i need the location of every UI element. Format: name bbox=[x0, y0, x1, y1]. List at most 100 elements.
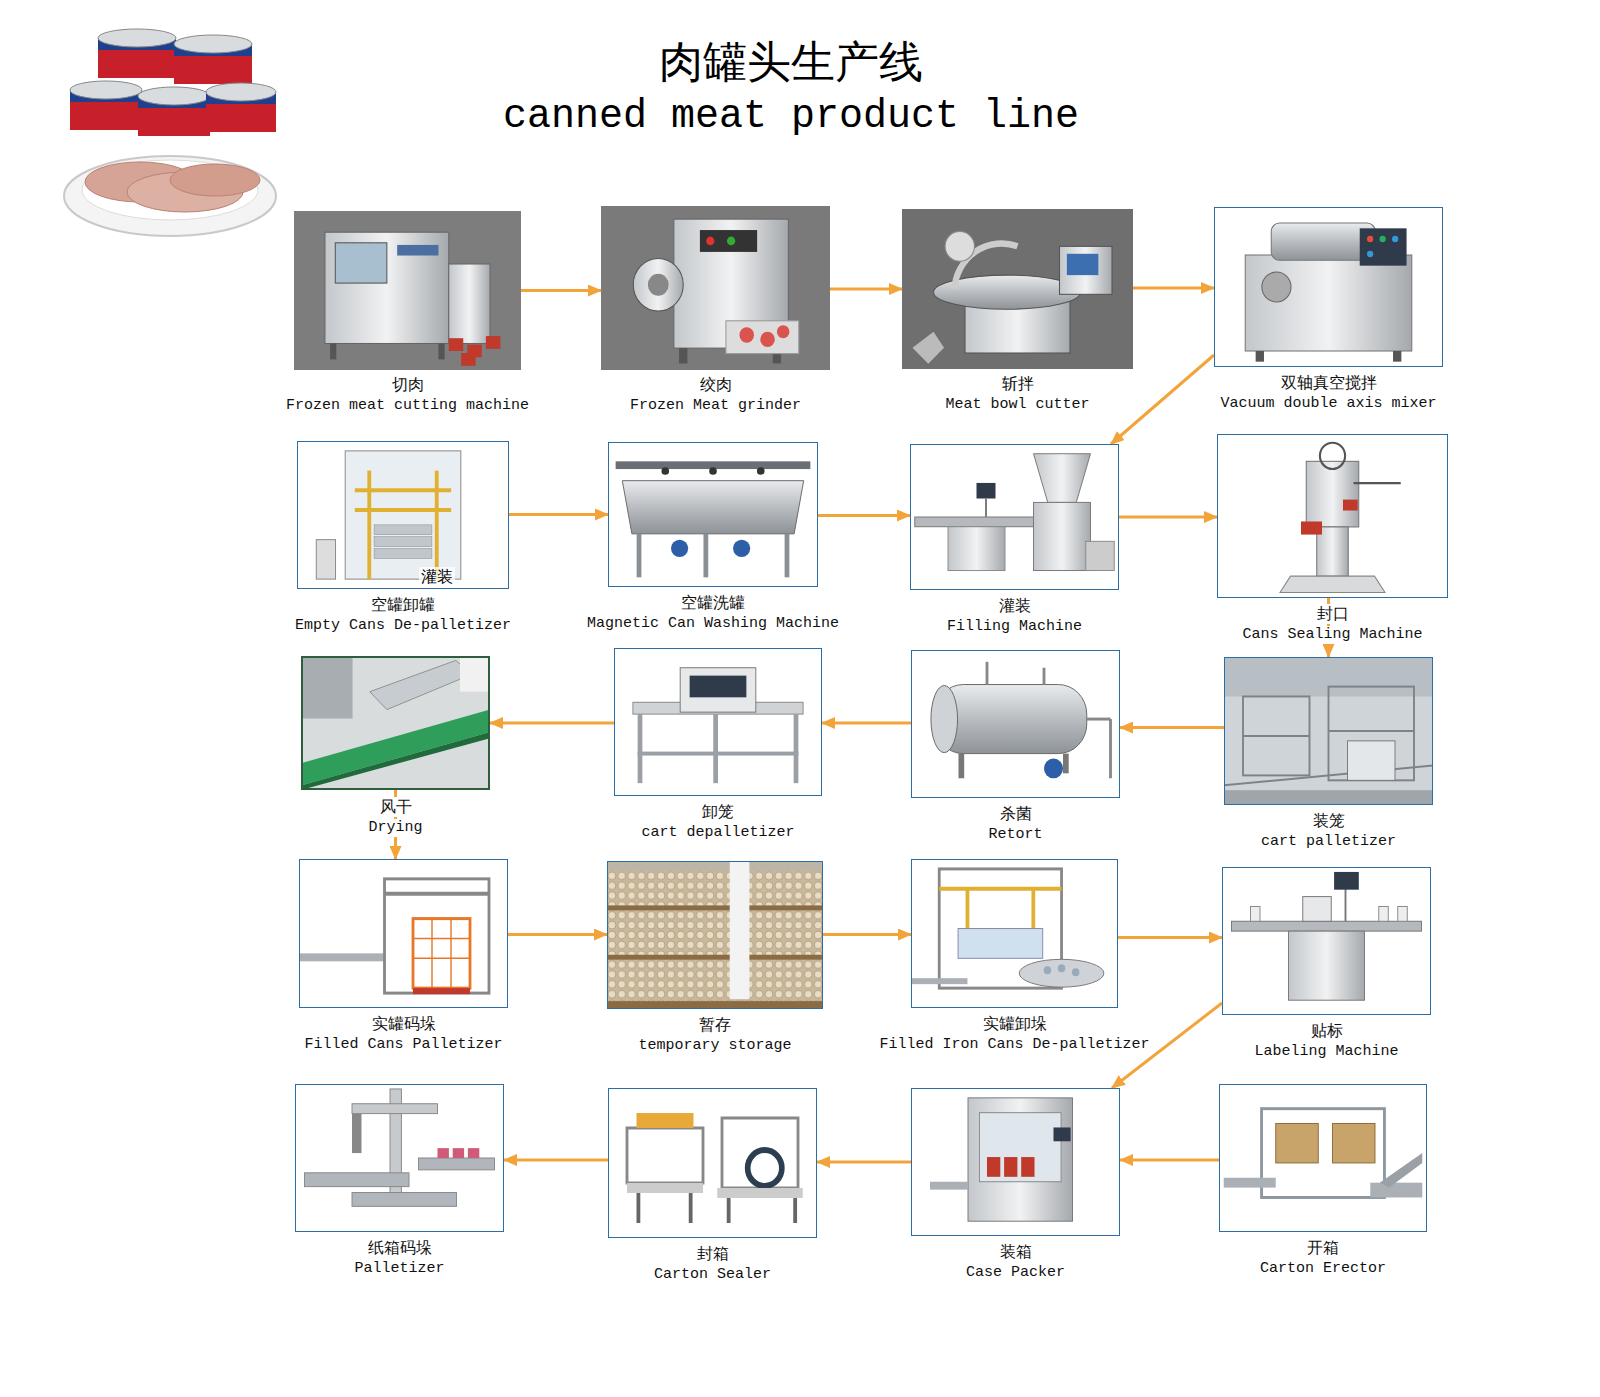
machine-picture bbox=[1214, 207, 1443, 367]
caption-en: Empty Cans De-palletizer bbox=[292, 617, 514, 635]
caption-zh: 空罐洗罐 bbox=[678, 593, 748, 613]
caption-en: cart palletizer bbox=[1258, 833, 1399, 851]
flow-arrow bbox=[1120, 1159, 1219, 1162]
machine-picture bbox=[911, 859, 1118, 1008]
machine-picture bbox=[608, 442, 818, 587]
machine-box: 装箱Case Packer bbox=[911, 1088, 1120, 1236]
machine-picture bbox=[902, 209, 1133, 369]
caption-zh: 绞肉 bbox=[697, 375, 735, 395]
machine-box: 纸箱码垛Palletizer bbox=[295, 1084, 504, 1232]
caption-zh: 实罐卸垛 bbox=[980, 1014, 1050, 1034]
caption-zh: 装箱 bbox=[997, 1242, 1035, 1262]
caption-en: Retort bbox=[985, 826, 1045, 844]
caption-en: cart depalletizer bbox=[638, 824, 797, 842]
flow-arrow bbox=[1119, 516, 1217, 519]
caption-zh: 实罐码垛 bbox=[369, 1014, 439, 1034]
caption-zh: 切肉 bbox=[389, 375, 427, 395]
diagram-title: 肉罐头生产线 bbox=[659, 36, 923, 88]
machine-picture bbox=[608, 1088, 817, 1238]
machine-picture bbox=[1224, 657, 1433, 805]
machine-picture bbox=[1219, 1084, 1427, 1232]
flow-arrow bbox=[1120, 726, 1224, 729]
caption-en: Magnetic Can Washing Machine bbox=[584, 615, 842, 633]
machine-box: 空罐卸罐Empty Cans De-palletizer bbox=[297, 441, 509, 589]
caption-zh: 卸笼 bbox=[699, 802, 737, 822]
machine-picture bbox=[294, 211, 521, 370]
machine-picture bbox=[601, 206, 830, 370]
caption-zh: 暂存 bbox=[696, 1015, 734, 1035]
machine-box: 双轴真空搅拌Vacuum double axis mixer bbox=[1214, 207, 1443, 367]
flow-arrow bbox=[1111, 355, 1214, 444]
flow-arrow bbox=[1118, 936, 1222, 939]
flow-arrow bbox=[504, 1159, 608, 1162]
caption-en: Filled Cans Palletizer bbox=[301, 1036, 505, 1054]
machine-box: 风干Drying bbox=[301, 656, 490, 790]
machine-picture bbox=[1222, 867, 1431, 1015]
machine-picture bbox=[299, 859, 508, 1008]
flow-arrow bbox=[822, 722, 911, 725]
flow-arrow bbox=[509, 513, 608, 516]
caption-zh: 开箱 bbox=[1304, 1238, 1342, 1258]
caption-en: Filled Iron Cans De-palletizer bbox=[876, 1036, 1152, 1054]
caption-zh: 杀菌 bbox=[997, 804, 1035, 824]
machine-box: 实罐码垛Filled Cans Palletizer bbox=[299, 859, 508, 1008]
caption-zh: 风干 bbox=[377, 797, 415, 817]
caption-zh: 灌装 bbox=[996, 596, 1034, 616]
machine-box: 卸笼cart depalletizer bbox=[614, 648, 822, 796]
caption-en: Carton Sealer bbox=[651, 1266, 774, 1284]
caption-zh: 斩拌 bbox=[999, 374, 1037, 394]
caption-zh: 装笼 bbox=[1310, 811, 1348, 831]
caption-en: Frozen Meat grinder bbox=[627, 397, 804, 415]
caption-en: temporary storage bbox=[635, 1037, 794, 1055]
machine-picture bbox=[607, 861, 823, 1009]
flow-arrow bbox=[818, 514, 910, 517]
flow-arrow bbox=[490, 722, 614, 725]
machine-box: 开箱Carton Erector bbox=[1219, 1084, 1427, 1232]
machine-picture bbox=[295, 1084, 504, 1232]
caption-zh: 贴标 bbox=[1308, 1021, 1346, 1041]
machine-box: 斩拌Meat bowl cutter bbox=[902, 209, 1133, 369]
flow-arrow bbox=[508, 933, 607, 936]
machine-box: 空罐洗罐Magnetic Can Washing Machine bbox=[608, 442, 818, 587]
overlay-label: 灌装 bbox=[419, 567, 455, 586]
canned-meat-photo bbox=[64, 29, 276, 236]
machine-picture bbox=[911, 650, 1120, 798]
caption-en: Meat bowl cutter bbox=[942, 396, 1092, 414]
caption-en: Drying bbox=[365, 819, 425, 837]
machine-box: 绞肉Frozen Meat grinder bbox=[601, 206, 830, 370]
machine-box: 杀菌Retort bbox=[911, 650, 1120, 798]
caption-zh: 双轴真空搅拌 bbox=[1278, 373, 1380, 393]
caption-en: Case Packer bbox=[963, 1264, 1068, 1282]
machine-box: 实罐卸垛Filled Iron Cans De-palletizer bbox=[911, 859, 1118, 1008]
machine-box: 封箱Carton Sealer bbox=[608, 1088, 817, 1238]
caption-en: Cans Sealing Machine bbox=[1239, 626, 1425, 644]
machine-box: 灌装Filling Machine bbox=[910, 444, 1119, 590]
caption-en: Filling Machine bbox=[944, 618, 1085, 636]
machine-box: 装笼cart palletizer bbox=[1224, 657, 1433, 805]
machine-picture bbox=[297, 441, 509, 589]
machine-box: 切肉Frozen meat cutting machine bbox=[294, 211, 521, 370]
caption-en: Carton Erector bbox=[1257, 1260, 1389, 1278]
caption-zh: 空罐卸罐 bbox=[368, 595, 438, 615]
subtitle: canned meat product line bbox=[503, 93, 1079, 141]
flow-arrow bbox=[817, 1161, 911, 1164]
flow-arrow bbox=[1133, 287, 1214, 290]
machine-box: 贴标Labeling Machine bbox=[1222, 867, 1431, 1015]
machine-box: 暂存temporary storage bbox=[607, 861, 823, 1009]
machine-picture bbox=[910, 444, 1119, 590]
machine-picture bbox=[1217, 434, 1448, 598]
caption-zh: 纸箱码垛 bbox=[365, 1238, 435, 1258]
caption-en: Palletizer bbox=[351, 1260, 447, 1278]
flow-arrow bbox=[521, 289, 601, 292]
machine-picture bbox=[614, 648, 822, 796]
caption-en: Labeling Machine bbox=[1251, 1043, 1401, 1061]
caption-zh: 封箱 bbox=[694, 1244, 732, 1264]
caption-en: Vacuum double axis mixer bbox=[1217, 395, 1439, 413]
flow-arrow bbox=[830, 288, 902, 291]
machine-picture bbox=[301, 656, 490, 790]
machine-picture bbox=[911, 1088, 1120, 1236]
flow-arrow bbox=[823, 933, 911, 936]
